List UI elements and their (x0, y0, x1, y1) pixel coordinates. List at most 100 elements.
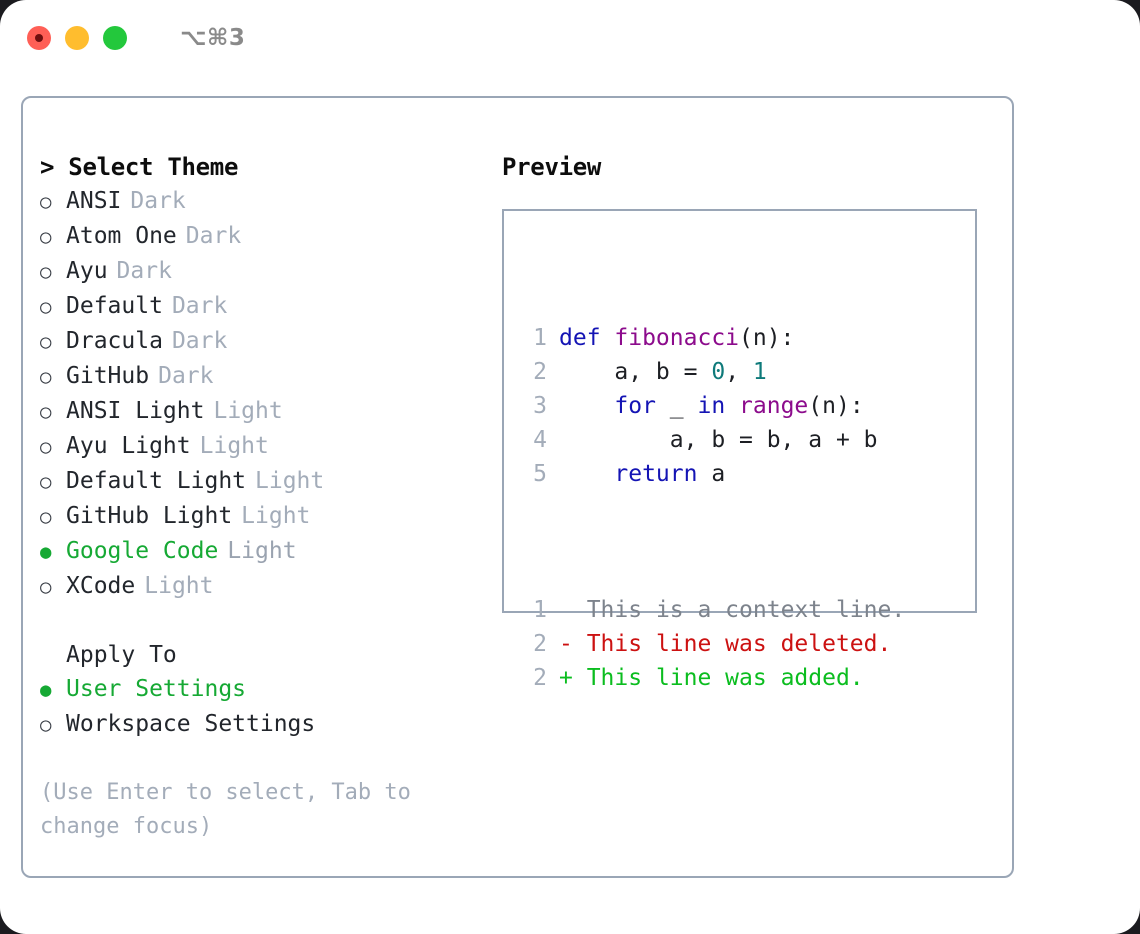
theme-option-github-light[interactable]: ○ GitHub Light Light (40, 499, 490, 534)
theme-variant-badge: Light (199, 433, 269, 459)
line-number: 2 (533, 359, 547, 385)
code-token-plain (559, 461, 614, 487)
window-titlebar: ⌥⌘3 (0, 0, 1140, 76)
theme-option-dracula[interactable]: ○ Dracula Dark (40, 324, 490, 359)
theme-option-label: GitHub (66, 363, 150, 389)
theme-variant-badge: Dark (130, 188, 186, 214)
radio-unselected-icon: ○ (40, 401, 52, 423)
radio-unselected-icon: ○ (40, 191, 52, 213)
theme-option-label: Ayu Light (66, 433, 191, 459)
keyboard-hint-text: (Use Enter to select, Tab to change focu… (40, 780, 425, 839)
apply-to-option-workspace-settings[interactable]: ○ Workspace Settings (40, 707, 490, 742)
theme-option-label: XCode (66, 573, 136, 599)
apply-to-section: Apply To ● User Settings ○ Workspace Settin… (40, 638, 490, 742)
diff-line-text: This is a context line. (586, 597, 906, 623)
theme-variant-badge: Dark (185, 223, 242, 249)
theme-option-label: ANSI Light (66, 398, 205, 424)
theme-option-label: ANSI (66, 188, 122, 214)
line-number: 4 (533, 427, 547, 453)
radio-unselected-icon: ○ (40, 471, 52, 493)
theme-option-label: Dracula (66, 328, 163, 354)
radio-unselected-icon: ○ (40, 506, 52, 528)
theme-variant-badge: Light (227, 538, 297, 564)
radio-unselected-icon: ○ (40, 226, 52, 248)
line-number: 5 (533, 461, 547, 487)
code-line: 4 a, b = b, a + b (521, 423, 905, 457)
apply-to-option-label: User Settings (66, 676, 247, 702)
diff-line: 1 This is a context line. (521, 593, 905, 627)
close-window-button[interactable] (27, 26, 51, 50)
diff-marker: + (559, 665, 587, 691)
radio-selected-icon: ● (40, 541, 52, 563)
theme-option-ansi[interactable]: ○ ANSI Dark (40, 184, 490, 219)
theme-option-label: Default Light (66, 468, 247, 494)
line-number: 1 (533, 325, 547, 351)
code-token-plain: , (725, 359, 753, 385)
minimize-window-button[interactable] (65, 26, 89, 50)
radio-selected-icon: ● (40, 679, 52, 701)
code-token-num: 1 (752, 359, 767, 385)
code-token-plain (725, 393, 739, 419)
diff-marker (559, 593, 587, 627)
theme-option-google-code[interactable]: ● Google Code Light (40, 534, 490, 569)
apply-to-option-user-settings[interactable]: ● User Settings (40, 672, 490, 707)
theme-variant-badge: Dark (116, 258, 172, 284)
code-token-punct: (n): (739, 325, 795, 351)
maximize-window-button[interactable] (103, 26, 127, 50)
theme-option-ayu[interactable]: ○ Ayu Dark (40, 254, 490, 289)
theme-option-label: GitHub Light (66, 503, 233, 529)
radio-unselected-icon: ○ (40, 576, 52, 598)
radio-unselected-icon: ○ (40, 261, 52, 283)
theme-variant-badge: Light (255, 468, 325, 494)
theme-variant-badge: Dark (158, 363, 214, 389)
diff-sample: 1 This is a context line.2- This line wa… (521, 593, 905, 695)
theme-option-default-light[interactable]: ○ Default Light Light (40, 464, 490, 499)
radio-unselected-icon: ○ (40, 331, 52, 353)
theme-variant-badge: Light (144, 573, 214, 599)
theme-option-xcode[interactable]: ○ XCode Light (40, 569, 490, 604)
keyboard-shortcut-label: ⌥⌘3 (180, 25, 246, 51)
theme-option-atom-one[interactable]: ○ Atom One Dark (40, 219, 490, 254)
code-line-content: def fibonacci(n): (559, 321, 794, 355)
line-number: 1 (533, 597, 547, 623)
code-line: 2 a, b = 0, 1 (521, 355, 905, 389)
theme-option-label: Ayu (66, 258, 108, 284)
code-token-kw: def (559, 325, 615, 351)
code-token-plain (559, 393, 614, 419)
code-token-fn: range (739, 393, 809, 419)
theme-variant-badge: Dark (171, 328, 228, 354)
code-line-content: a, b = 0, 1 (559, 355, 767, 389)
code-token-kw: return (614, 461, 698, 487)
theme-option-label: Atom One (66, 223, 177, 249)
code-line: 5 return a (521, 457, 905, 491)
diff-marker: - (559, 631, 587, 657)
preview-heading: Preview (502, 153, 602, 181)
code-token-punct: (n): (808, 393, 864, 419)
radio-unselected-icon: ○ (40, 714, 52, 736)
theme-variant-badge: Light (241, 503, 311, 529)
code-token-fn: fibonacci (614, 325, 740, 351)
code-token-num: 0 (711, 359, 726, 385)
code-token-kw: for (614, 393, 656, 419)
code-line: 3 for _ in range(n): (521, 389, 905, 423)
code-token-kw: in (697, 393, 726, 419)
diff-line: 2+ This line was added. (521, 661, 905, 695)
code-line: 1 def fibonacci(n): (521, 321, 905, 355)
apply-to-list: ● User Settings ○ Workspace Settings (40, 672, 490, 742)
code-line-content: return a (559, 457, 725, 491)
apply-to-option-label: Workspace Settings (66, 711, 316, 737)
apply-to-heading: Apply To (66, 642, 177, 668)
code-line-content: a, b = b, a + b (559, 423, 878, 457)
theme-option-label: Google Code (66, 538, 219, 564)
theme-option-label: Default (66, 293, 163, 319)
